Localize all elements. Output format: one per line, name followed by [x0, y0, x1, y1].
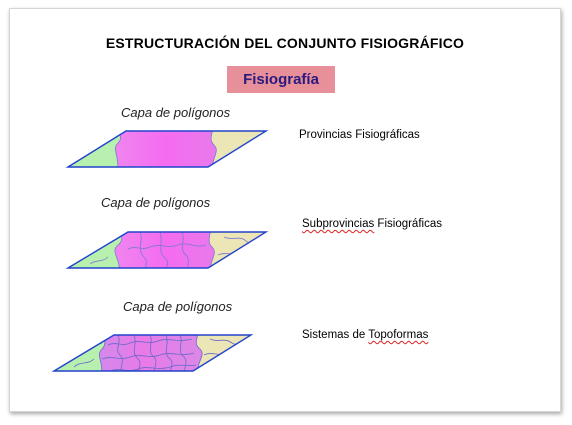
layer-3-label: Capa de polígonos [123, 299, 233, 314]
layer-2-label: Capa de polígonos [101, 195, 211, 210]
fisiografia-badge: Fisiografía [227, 66, 335, 93]
layer-1-label: Capa de polígonos [121, 105, 231, 120]
layer-2-parallelogram [65, 231, 269, 269]
layer-3-parallelogram [51, 334, 254, 372]
layer-2-desc-word-2: Fisiográficas [374, 218, 442, 230]
layer-1-desc-text: Provincias Fisiográficas [299, 129, 420, 141]
layer-2-description: Subprovincias Fisiográficas [302, 218, 442, 230]
layer-3-desc-word-2: Topoformas [368, 329, 429, 341]
layers-diagram [51, 130, 269, 372]
layer-1-description: Provincias Fisiográficas [299, 129, 420, 141]
slide: ESTRUCTURACIÓN DEL CONJUNTO FISIOGRÁFICO… [9, 8, 561, 412]
layer-1-parallelogram [65, 130, 269, 168]
layer-3-description: Sistemas de Topoformas [302, 329, 428, 341]
slide-title: ESTRUCTURACIÓN DEL CONJUNTO FISIOGRÁFICO [105, 35, 465, 51]
layer-3-desc-word-1: Sistemas de [302, 329, 369, 341]
layer-2-desc-word-1: Subprovincias [302, 218, 375, 230]
